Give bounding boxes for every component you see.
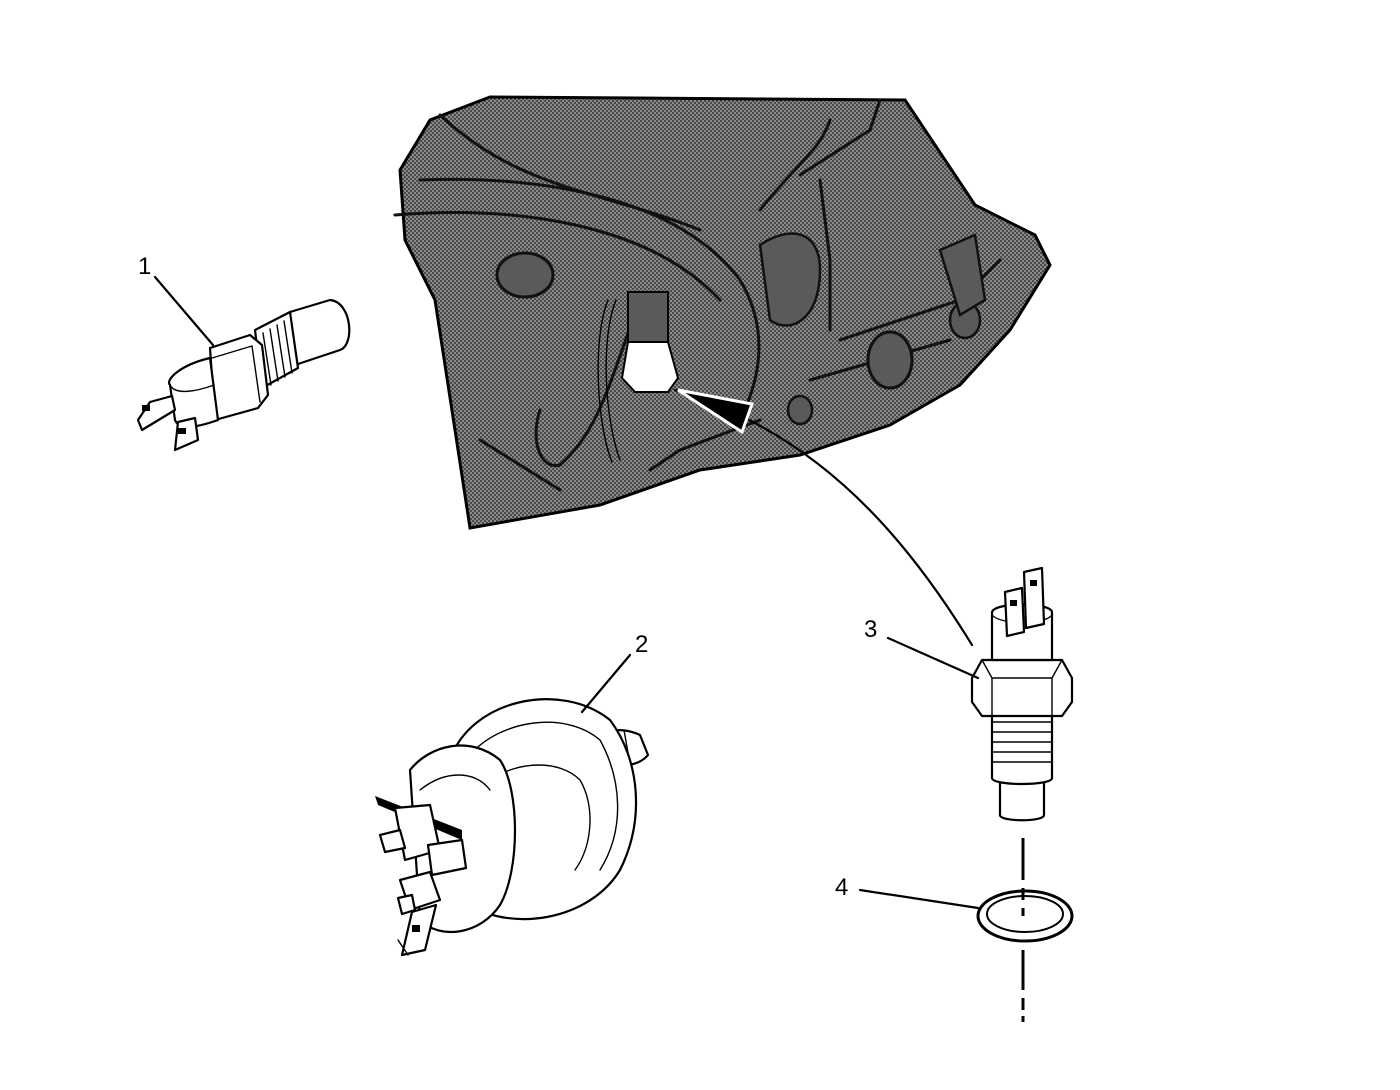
engine-block-view-icon	[393, 95, 1052, 530]
callout-2: 2	[635, 631, 648, 658]
temperature-sensor-icon	[970, 566, 1074, 822]
leader-line-4	[858, 888, 980, 910]
leader-line-2	[580, 653, 632, 714]
oil-pressure-sender-icon	[375, 698, 650, 957]
install-location-arrow-icon	[673, 388, 974, 647]
leader-line-1	[153, 275, 215, 347]
callout-4: 4	[835, 874, 848, 901]
callout-3: 3	[864, 616, 877, 643]
temperature-switch-icon	[136, 298, 351, 452]
o-ring-seal-icon	[976, 889, 1074, 943]
callout-1: 1	[138, 253, 151, 280]
leader-line-3	[886, 636, 980, 680]
